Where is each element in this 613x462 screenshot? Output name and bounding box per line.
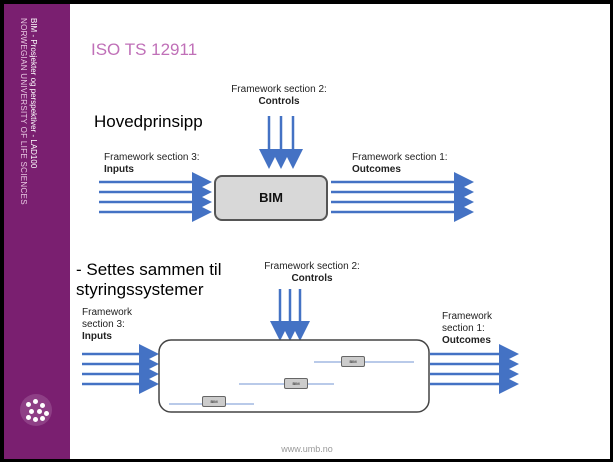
outcomes-text: Outcomes — [352, 164, 401, 175]
inputs-section-text: Framework section 3: — [104, 152, 200, 163]
controls-section-text-2: Framework section 2: — [264, 261, 360, 272]
outcomes-section-text-2a: Framework — [442, 311, 493, 322]
mini-bim-box: BIM — [202, 396, 226, 407]
inputs-section-text-2b: section 3: — [82, 319, 125, 330]
slide: BIM - Prosjekter og perspektiver - LAD10… — [4, 4, 610, 459]
outcomes-label-1: Framework section 1: Outcomes — [352, 152, 448, 176]
inputs-label-2: Framework section 3: Inputs — [82, 307, 132, 343]
inputs-text-2: Inputs — [82, 331, 112, 342]
sidebar: BIM - Prosjekter og perspektiver - LAD10… — [4, 4, 70, 459]
slide-title: ISO TS 12911 — [91, 40, 198, 59]
mini-bim-box: BIM — [284, 378, 308, 389]
bim-box: BIM — [214, 175, 328, 221]
controls-text-2: Controls — [291, 273, 333, 284]
hovedprinsipp-text: Hovedprinsipp — [94, 112, 203, 131]
footer-url: www.umb.no — [281, 444, 333, 454]
framework-diagram-main — [99, 116, 474, 222]
controls-label-2: Framework section 2: Controls — [257, 261, 367, 285]
controls-section-text: Framework section 2: — [231, 84, 327, 95]
inputs-section-text-2a: Framework — [82, 307, 133, 318]
outcomes-text-2: Outcomes — [442, 335, 491, 346]
inputs-label-1: Framework section 3: Inputs — [104, 152, 200, 176]
settes-line-1: - Settes sammen til — [76, 260, 222, 279]
outcomes-label-2: Framework section 1: Outcomes — [442, 311, 492, 347]
settes-line-2: styringssystemer — [76, 280, 204, 299]
inputs-text: Inputs — [104, 164, 134, 175]
outcomes-section-text: Framework section 1: — [352, 152, 448, 163]
sidebar-text: BIM - Prosjekter og perspektiver - LAD10… — [18, 18, 38, 205]
sidebar-university: NORWEGIAN UNIVERSITY OF LIFE SCIENCES — [19, 18, 28, 205]
outcomes-section-text-2b: section 1: — [442, 323, 485, 334]
university-logo-icon — [20, 394, 52, 426]
sidebar-course: BIM - Prosjekter og perspektiver - LAD10… — [29, 18, 38, 169]
mini-bim-box: BIM — [341, 356, 365, 367]
controls-label-1: Framework section 2: Controls — [224, 84, 334, 108]
settes-sammen-text: - Settes sammen til styringssystemer — [76, 260, 222, 300]
controls-text: Controls — [258, 96, 300, 107]
